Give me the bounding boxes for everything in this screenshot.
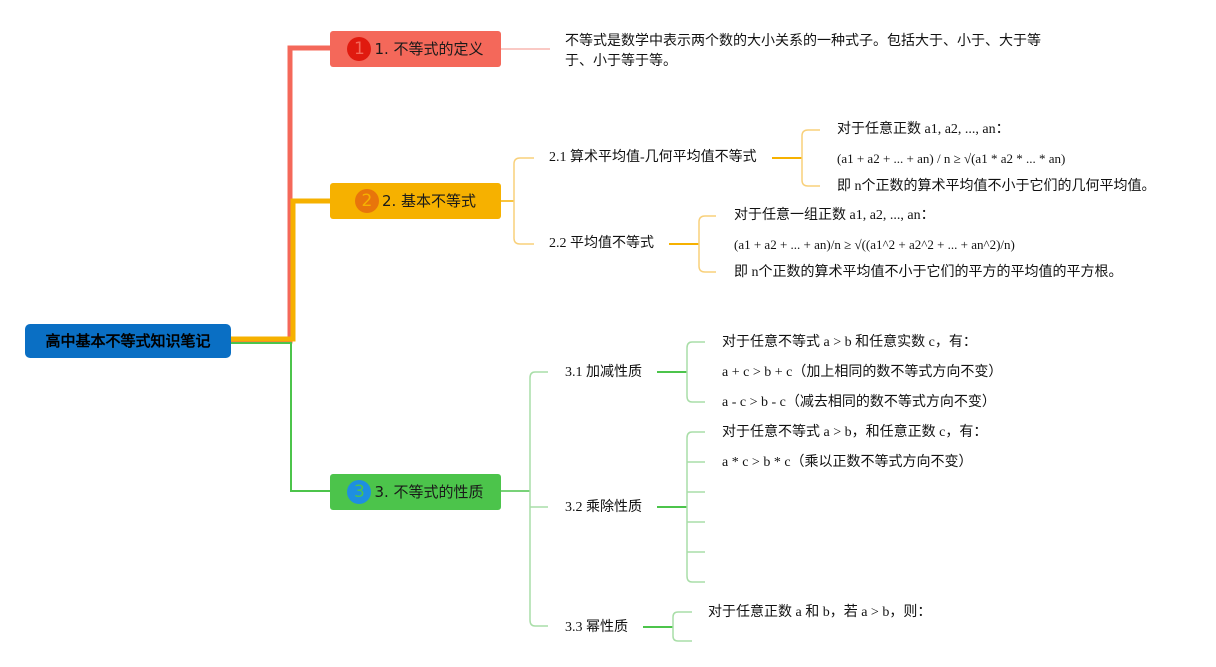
- connector-2-1-leaves: [801, 129, 820, 187]
- leaf-text[interactable]: 即 n个正数的算术平均值不小于它们的几何平均值。: [837, 179, 1156, 194]
- definition-text: 不等式是数学中表示两个数的大小关系的一种式子。包括大于、小于、大于等于、小于等于…: [565, 34, 1041, 69]
- connector-branch2-subs: [513, 157, 534, 245]
- leaf-text[interactable]: 对于任意不等式 a > b，和任意正数 c，有：: [722, 425, 988, 440]
- leaf-text[interactable]: 即 n个正数的算术平均值不小于它们的平方的平均值的平方根。: [734, 265, 1123, 280]
- leaf-text[interactable]: 对于任意正数 a1, a2, ..., an：: [837, 122, 1010, 137]
- leaf-text[interactable]: 对于任意不等式 a > b 和任意实数 c，有：: [722, 335, 977, 350]
- connector-root-branch2: [231, 198, 331, 342]
- topic-inequality-properties[interactable]: 3 3. 不等式的性质: [330, 474, 501, 510]
- number-badge-icon: 2: [354, 189, 379, 213]
- leaf-text[interactable]: (a1 + a2 + ... + an)/n ≥ √((a1^2 + a2^2 …: [734, 237, 1015, 252]
- connector-root-branch3: [231, 342, 331, 492]
- topic-label: 1. 不等式的定义: [374, 40, 484, 58]
- subtopic-mean-inequality[interactable]: 2.2 平均值不等式: [549, 236, 654, 251]
- connector-3-2-leaves: [686, 431, 705, 583]
- connector-root-branch1: [231, 45, 331, 344]
- connector-2-2-leaves: [698, 215, 716, 273]
- topic-basic-inequalities[interactable]: 2 2. 基本不等式: [330, 183, 501, 219]
- connector-branch3-subs: [529, 371, 548, 627]
- leaf-text[interactable]: 对于任意一组正数 a1, a2, ..., an：: [734, 208, 935, 223]
- root-topic[interactable]: 高中基本不等式知识笔记: [25, 324, 231, 358]
- root-topic-label: 高中基本不等式知识笔记: [45, 332, 211, 350]
- topic-label: 2. 基本不等式: [381, 192, 477, 210]
- subtopic-am-gm[interactable]: 2.1 算术平均值-几何平均值不等式: [549, 150, 757, 165]
- number-badge-icon: 3: [347, 480, 372, 504]
- subtopic-add-subtract[interactable]: 3.1 加减性质: [565, 365, 642, 380]
- subtopic-multiply-divide[interactable]: 3.2 乘除性质: [565, 500, 642, 515]
- topic-label: 3. 不等式的性质: [374, 483, 484, 501]
- connector-3-1-leaves: [686, 341, 705, 403]
- leaf-text[interactable]: (a1 + a2 + ... + an) / n ≥ √(a1 * a2 * .…: [837, 151, 1066, 166]
- subtopic-power[interactable]: 3.3 幂性质: [565, 620, 628, 635]
- leaf-text[interactable]: a + c > b + c（加上相同的数不等式方向不变）: [722, 365, 1003, 380]
- leaf-text[interactable]: a * c > b * c（乘以正数不等式方向不变）: [722, 455, 973, 470]
- number-badge-icon: 1: [347, 37, 372, 61]
- connector-3-3-leaves: [672, 611, 692, 642]
- leaf-text[interactable]: 对于任意正数 a 和 b，若 a > b，则：: [708, 605, 932, 620]
- leaf-text[interactable]: a - c > b - c（减去相同的数不等式方向不变）: [722, 395, 996, 410]
- topic-inequality-definition[interactable]: 1 1. 不等式的定义: [330, 31, 501, 67]
